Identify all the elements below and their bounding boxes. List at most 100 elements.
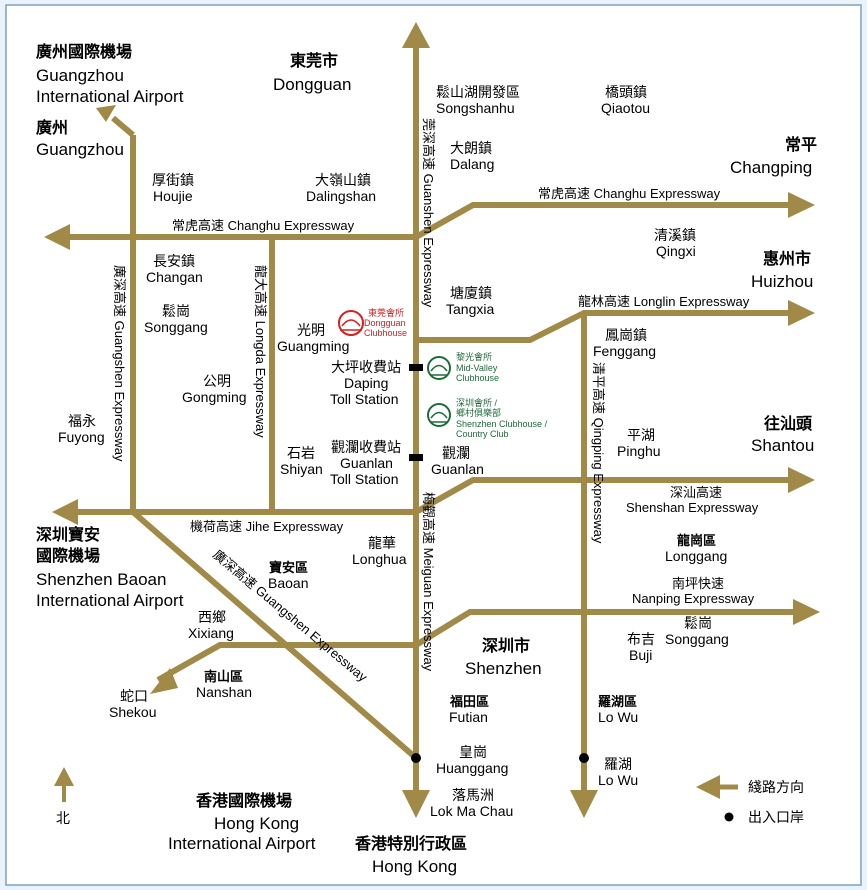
legend-port-label: 出入口岸	[748, 809, 804, 825]
shiyan-zh: 石岩	[287, 445, 315, 461]
legend-direction-label: 綫路方向	[748, 779, 804, 795]
legend: 綫路方向 出入口岸	[696, 775, 804, 825]
shantou-zh: 往汕頭	[764, 414, 813, 433]
changhu-east-road	[414, 202, 790, 240]
guanlan-en: Guanlan	[431, 461, 484, 477]
gz-airport-en1: Guangzhou	[36, 66, 124, 85]
guangming-zh: 光明	[297, 322, 325, 338]
lokmachau-zh: 落馬洲	[452, 787, 494, 803]
guangshen-diagonal-road	[131, 509, 418, 761]
midvalley-club-zh: 黎光會所	[456, 351, 492, 362]
hk-airport-en2: International Airport	[168, 834, 316, 853]
gongming-en: Gongming	[182, 389, 247, 405]
shekou-zh: 蛇口	[120, 688, 148, 704]
songgang-en: Songgang	[144, 319, 208, 335]
shenzhen-clubhouse: 深圳會所 / 鄉村俱樂部 Shenzhen Clubhouse / Countr…	[427, 397, 548, 439]
huanggang-zh: 皇崗	[459, 744, 487, 760]
guanlan-toll-zh: 觀瀾收費站	[331, 439, 401, 455]
legend-port-dot-icon	[724, 812, 734, 822]
midvalley-club-en1: Mid-Valley	[456, 363, 498, 373]
xixiang-zh: 西鄉	[198, 609, 226, 625]
guanlan-toll-en2: Toll Station	[330, 471, 398, 487]
arrow-west-guangzhou	[44, 224, 70, 250]
daping-toll-marker	[409, 364, 423, 371]
buji-zh: 布吉	[627, 631, 655, 647]
dalang-en: Dalang	[450, 156, 494, 172]
fuyong-en: Fuyong	[58, 429, 105, 445]
songgang-zh: 鬆崗	[162, 303, 190, 319]
qingxi-zh: 清溪鎮	[654, 227, 696, 243]
luohu-district-en: Lo Wu	[598, 709, 638, 725]
futian-en: Futian	[449, 709, 488, 725]
guangzhou-en: Guangzhou	[36, 140, 124, 159]
guangshen-to-airport-road	[111, 115, 135, 138]
shenzhen-club-logo	[427, 403, 451, 427]
shenzhen-en: Shenzhen	[465, 659, 542, 678]
huanggang-port-dot	[411, 753, 421, 763]
pinghu-en: Pinghu	[617, 443, 661, 459]
huanggang-en: Huanggang	[436, 760, 508, 776]
arrow-sz-airport	[52, 499, 78, 525]
longlin-road	[416, 310, 790, 343]
daping-en2: Toll Station	[330, 391, 398, 407]
nanping-road	[156, 609, 795, 683]
arrow-huizhou	[788, 300, 815, 326]
songgang2-zh: 鬆崗	[684, 615, 712, 631]
midvalley-club-en2: Clubhouse	[456, 373, 499, 383]
shiyan-en: Shiyan	[280, 461, 323, 477]
sz-airport-en1: Shenzhen Baoan	[36, 570, 166, 589]
shenshan-road	[414, 477, 790, 515]
buji-en: Buji	[629, 647, 652, 663]
dongguan-clubhouse: 東莞會所 Dongguan Clubhouse	[338, 307, 407, 338]
guanshen-label: 莞深高速 Guanshen Expressway	[421, 118, 436, 308]
daping-en1: Daping	[344, 375, 388, 391]
tangxia-zh: 塘廈鎮	[450, 285, 492, 301]
sz-airport-zh: 深圳寶安	[36, 525, 100, 544]
qiaotou-zh: 橋頭鎮	[605, 84, 647, 100]
nanping-label-zh: 南坪快速	[672, 576, 724, 591]
arrow-changping	[788, 192, 815, 218]
changan-en: Changan	[146, 269, 203, 285]
qiaotou-en: Qiaotou	[601, 100, 650, 116]
guangzhou-zh: 廣州	[36, 118, 68, 137]
guanlan-toll-en1: Guanlan	[340, 455, 393, 471]
longgang-en: Longgang	[665, 548, 727, 564]
daping-zh: 大坪收費站	[331, 359, 401, 375]
shenzhen-zh: 深圳市	[482, 636, 530, 655]
baoan-en: Baoan	[268, 575, 308, 591]
arrow-gz-airport	[96, 105, 116, 122]
dalingshan-zh: 大嶺山鎮	[315, 172, 371, 188]
jihe-label: 機荷高速 Jihe Expressway	[190, 519, 344, 534]
tangxia-en: Tangxia	[446, 301, 494, 317]
qingxi-en: Qingxi	[656, 243, 696, 259]
guanlan-toll-marker	[409, 454, 423, 461]
changping-zh: 常平	[785, 135, 817, 154]
longlin-label: 龍林高速 Longlin Expressway	[578, 294, 750, 309]
guangshen-west-label: 廣深高速 Guangshen Expressway	[112, 265, 127, 462]
huizhou-zh: 惠州市	[763, 249, 811, 268]
midvalley-club-logo	[427, 356, 451, 380]
longgang-zh: 龍崗區	[677, 533, 716, 548]
houjie-en: Houjie	[153, 188, 193, 204]
nanshan-zh: 南山區	[204, 669, 243, 684]
gz-airport-en2: International Airport	[36, 87, 184, 106]
shenshan-label-zh: 深汕高速	[670, 485, 722, 500]
longhua-en: Longhua	[352, 551, 407, 567]
arrow-east-nanping	[793, 599, 820, 625]
longda-label: 龍大高速 Longda Expressway	[253, 265, 268, 438]
north-indicator: 北	[54, 767, 74, 826]
shenzhen-club-zh: 深圳會所 /	[456, 397, 498, 408]
dongguan-club-en2: Clubhouse	[364, 328, 407, 338]
fuyong-zh: 福永	[68, 413, 96, 429]
qingping-label: 清平高速 Qingping Expressway	[591, 362, 606, 544]
major-places: 廣州國際機場 Guangzhou International Airport 廣…	[36, 42, 817, 876]
sz-airport-zh2: 國際機場	[36, 546, 100, 565]
fenggang-en: Fenggang	[593, 343, 656, 359]
guangming-en: Guangming	[277, 338, 349, 354]
songshanhu-zh: 鬆山湖開發區	[436, 84, 520, 100]
luohu-zh: 羅湖	[604, 756, 632, 772]
gz-airport-zh: 廣州國際機場	[36, 42, 132, 61]
changhu-east-label: 常虎高速 Changhu Expressway	[538, 186, 721, 201]
meiguan-label: 梅觀高速 Meiguan Expressway	[421, 492, 436, 672]
dalang-zh: 大朗鎮	[450, 140, 492, 156]
